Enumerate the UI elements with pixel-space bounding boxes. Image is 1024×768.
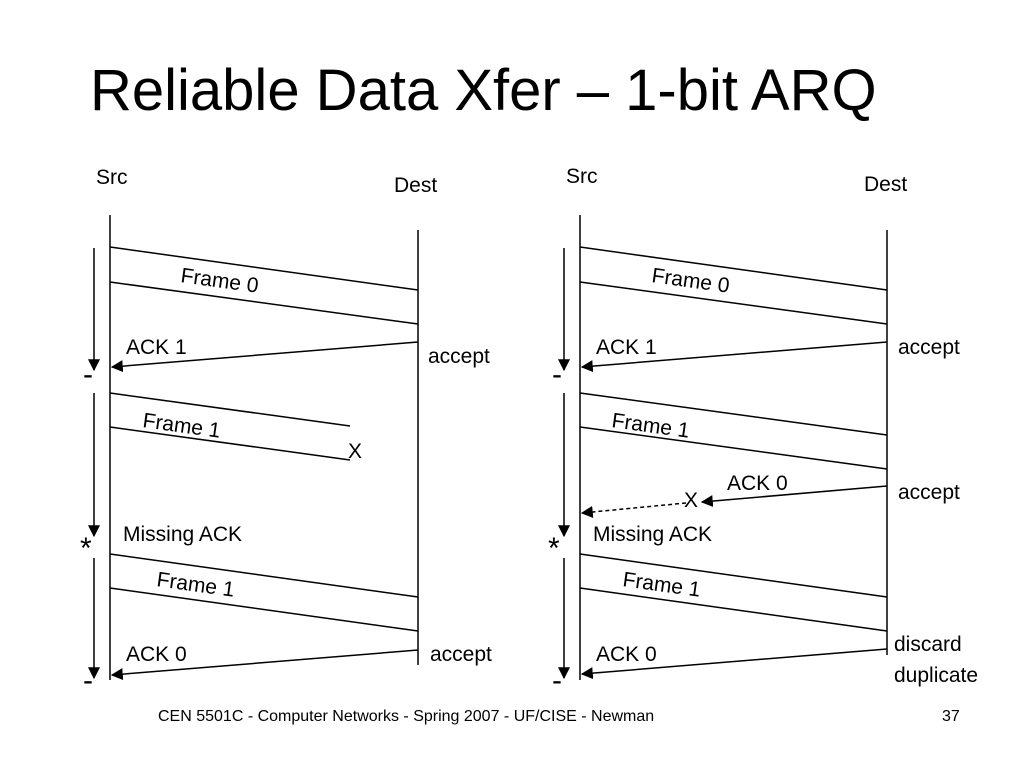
accept-label-1: accept <box>428 345 490 368</box>
ack1-arrow <box>110 341 419 373</box>
frame0-end-line <box>579 281 888 325</box>
ack1-label: ACK 1 <box>126 336 187 359</box>
frame1-start-line <box>579 392 888 436</box>
ack0-arrow <box>700 485 888 508</box>
frame1-end-line <box>109 426 351 461</box>
frame0-end-line <box>109 281 419 325</box>
diagram-right: Frame 0 ACK 1 accept Frame 1 ACK 0 accep… <box>548 165 978 697</box>
ack0-final-arrow <box>580 648 888 680</box>
frame1-resend-end-line <box>579 587 888 632</box>
timer-mark-dash-2: - <box>552 664 562 697</box>
ack0-label: ACK 0 <box>727 472 788 495</box>
frame1-resend-start-line <box>109 553 419 598</box>
missing-ack-label: Missing ACK <box>123 523 242 546</box>
missing-ack-label: Missing ACK <box>593 523 712 546</box>
dest-label: Dest <box>394 174 437 197</box>
timer-mark-dash-1: - <box>83 358 93 391</box>
page-number: 37 <box>942 708 960 725</box>
footer-text: CEN 5501C - Computer Networks - Spring 2… <box>158 708 655 725</box>
discard-label: discard <box>894 633 962 656</box>
frame1-label: Frame 1 <box>610 409 691 443</box>
final-action-label: accept <box>430 643 492 666</box>
frame1-label: Frame 1 <box>141 409 222 443</box>
ack0-final-label: ACK 0 <box>596 643 657 666</box>
timer-mark-star: * <box>548 532 560 565</box>
frame1-start-line <box>109 392 351 427</box>
timer-mark-dash-2: - <box>83 664 93 697</box>
ack0-final-label: ACK 0 <box>126 643 187 666</box>
frame1-resend-start-line <box>579 553 888 598</box>
ack0-lost-dashed-arrow <box>580 502 687 518</box>
frame0-start-line <box>579 246 888 291</box>
frame0-start-line <box>109 246 419 291</box>
ack1-label: ACK 1 <box>596 336 657 359</box>
dest-label: Dest <box>864 173 907 196</box>
timer-mark-star: * <box>80 532 92 565</box>
lost-ack-mark: X <box>684 489 698 512</box>
accept-label-1: accept <box>898 336 960 359</box>
frame1-end-line <box>579 426 888 470</box>
ack1-arrow <box>580 341 888 373</box>
accept-label-2: accept <box>898 481 960 504</box>
slide-title: Reliable Data Xfer – 1-bit ARQ <box>90 58 877 123</box>
duplicate-label: duplicate <box>894 664 978 687</box>
src-label: Src <box>566 165 598 188</box>
ack0-final-arrow <box>110 649 419 681</box>
lost-frame-mark: X <box>348 440 362 463</box>
frame1-resend-end-line <box>109 587 419 632</box>
src-label: Src <box>96 166 128 189</box>
timer-mark-dash-1: - <box>552 358 562 391</box>
frame1-resend-label: Frame 1 <box>621 568 702 602</box>
diagram-left: Frame 0 ACK 1 accept Frame 1 X Missing A… <box>80 166 492 697</box>
